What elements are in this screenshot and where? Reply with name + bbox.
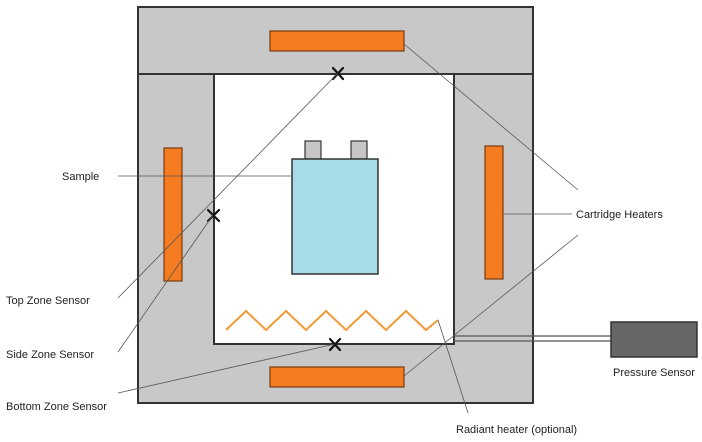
cartridge-heater-top <box>269 30 405 52</box>
top-zone-sensor-label: Top Zone Sensor <box>6 295 90 307</box>
sample-label: Sample <box>62 171 99 183</box>
radiant-heater <box>225 309 439 332</box>
x-mark-icon <box>328 337 342 352</box>
pressure-sensor-label: Pressure Sensor <box>613 367 695 379</box>
sample-terminal-left <box>304 140 322 160</box>
leader-radiant-heater <box>437 319 469 414</box>
leader-cartridge-top <box>403 43 579 191</box>
leader-side-zone-sensor <box>117 214 214 353</box>
leader-top-zone-sensor <box>117 72 339 299</box>
cartridge-heater-left <box>163 147 183 282</box>
cartridge-heater-right <box>484 145 504 280</box>
cartridge-heater-bottom <box>269 366 405 388</box>
bottom-zone-sensor-label: Bottom Zone Sensor <box>6 401 107 413</box>
leader-bottom-zone-sensor <box>117 343 336 394</box>
cartridge-heaters-label: Cartridge Heaters <box>576 209 663 221</box>
side-zone-sensor-label: Side Zone Sensor <box>6 349 94 361</box>
radiant-heater-label: Radiant heater (optional) <box>456 424 577 436</box>
sample-body <box>291 158 379 275</box>
leader-cartridge-bottom <box>403 234 579 377</box>
sample-terminal-right <box>350 140 368 160</box>
pressure-sensor-box <box>610 321 698 358</box>
